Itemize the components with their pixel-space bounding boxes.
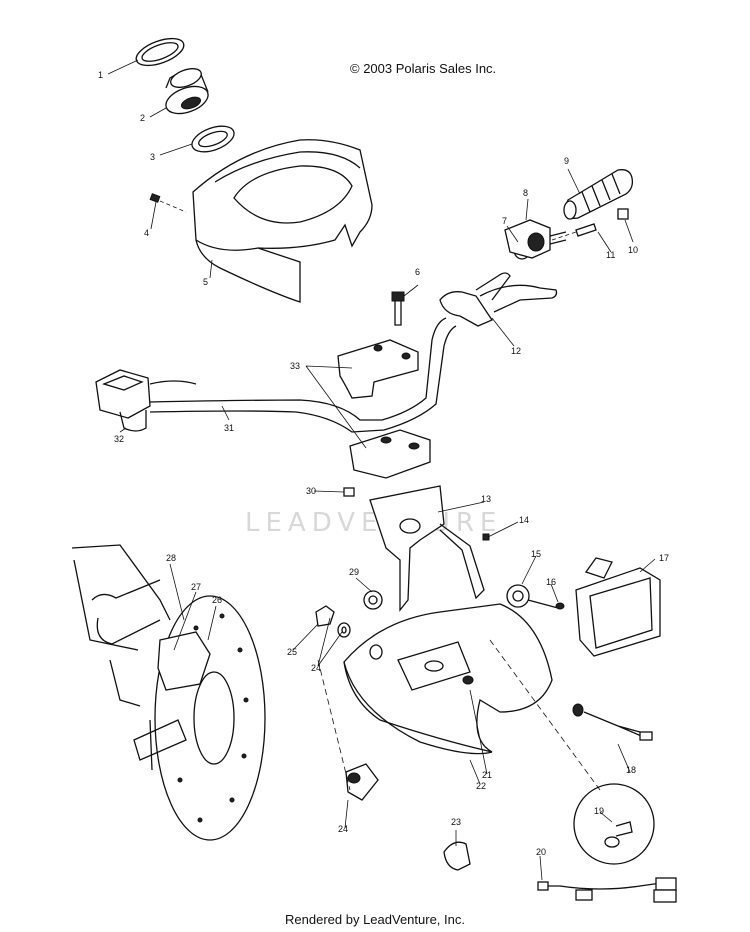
footer-credit: Rendered by LeadVenture, Inc. — [285, 912, 465, 927]
callout-2: 2 — [140, 113, 145, 123]
callout-31: 31 — [224, 423, 234, 433]
copyright-notice: © 2003 Polaris Sales Inc. — [350, 61, 497, 76]
part-clip-23 — [443, 841, 471, 871]
callout-8: 8 — [523, 188, 528, 198]
part-pod-cover — [192, 139, 373, 303]
part-grip — [563, 169, 634, 220]
part-wiring-harness — [537, 877, 677, 903]
callout-24b: 24 — [338, 824, 348, 834]
part-ring — [191, 125, 235, 153]
part-frame — [71, 544, 171, 707]
callout-19: 19 — [594, 806, 604, 816]
callout-15: 15 — [531, 549, 541, 559]
part-spacer-30 — [343, 487, 355, 497]
callout-5: 5 — [203, 277, 208, 287]
callout-29: 29 — [349, 567, 359, 577]
part-brake-caliper — [133, 631, 211, 771]
part-upper-clamp — [337, 339, 419, 399]
part-screw-14 — [482, 533, 490, 541]
part-seal-ring — [135, 37, 185, 67]
part-connector-25 — [315, 605, 335, 627]
callout-24a: 24 — [311, 663, 321, 673]
callout-11: 11 — [606, 250, 615, 260]
part-screw-11 — [551, 223, 597, 241]
callout-14: 14 — [519, 515, 529, 525]
part-lower-clamp — [349, 429, 431, 479]
part-headlight — [575, 557, 661, 657]
callout-6: 6 — [415, 267, 420, 277]
part-gear-15 — [506, 584, 559, 609]
callout-17: 17 — [659, 553, 669, 563]
callout-16: 16 — [546, 577, 556, 587]
callout-26: 26 — [212, 595, 222, 605]
part-throttle-housing — [504, 219, 567, 259]
part-bolt-6 — [391, 291, 405, 326]
part-bulb-socket — [572, 703, 653, 741]
part-master-cylinder — [95, 369, 197, 432]
callout-18: 18 — [626, 765, 636, 775]
callout-1: 1 — [98, 70, 103, 80]
callout-28: 28 — [166, 553, 176, 563]
part-brake-lever — [439, 272, 558, 327]
part-plug-21 — [462, 675, 474, 685]
part-handlebar — [149, 317, 457, 433]
watermark: LEADVENTURE — [245, 508, 503, 538]
callout-13: 13 — [481, 494, 491, 504]
part-bushing — [165, 68, 209, 115]
detail-circle-19 — [573, 783, 655, 865]
callout-22: 22 — [476, 781, 486, 791]
callout-9: 9 — [564, 156, 569, 166]
callout-30: 30 — [306, 486, 316, 496]
part-switch-24 — [345, 763, 379, 801]
part-headlight-bracket — [369, 485, 485, 612]
callout-21: 21 — [482, 770, 492, 780]
callout-4: 4 — [144, 228, 149, 238]
part-plug-10 — [617, 208, 629, 220]
callout-27: 27 — [191, 582, 201, 592]
callout-12: 12 — [511, 346, 521, 356]
callout-25: 25 — [287, 647, 297, 657]
callout-32: 32 — [114, 434, 124, 444]
part-screw-4 — [149, 193, 187, 213]
part-screw-16 — [555, 602, 565, 610]
part-brake-disc — [154, 595, 266, 841]
callout-23: 23 — [451, 817, 461, 827]
part-grommet-29 — [363, 590, 383, 610]
callout-10: 10 — [628, 245, 638, 255]
callout-3: 3 — [150, 152, 155, 162]
callout-20: 20 — [536, 847, 546, 857]
callout-33: 33 — [290, 361, 300, 371]
callout-7: 7 — [502, 216, 507, 226]
part-pod-lower — [343, 603, 553, 755]
